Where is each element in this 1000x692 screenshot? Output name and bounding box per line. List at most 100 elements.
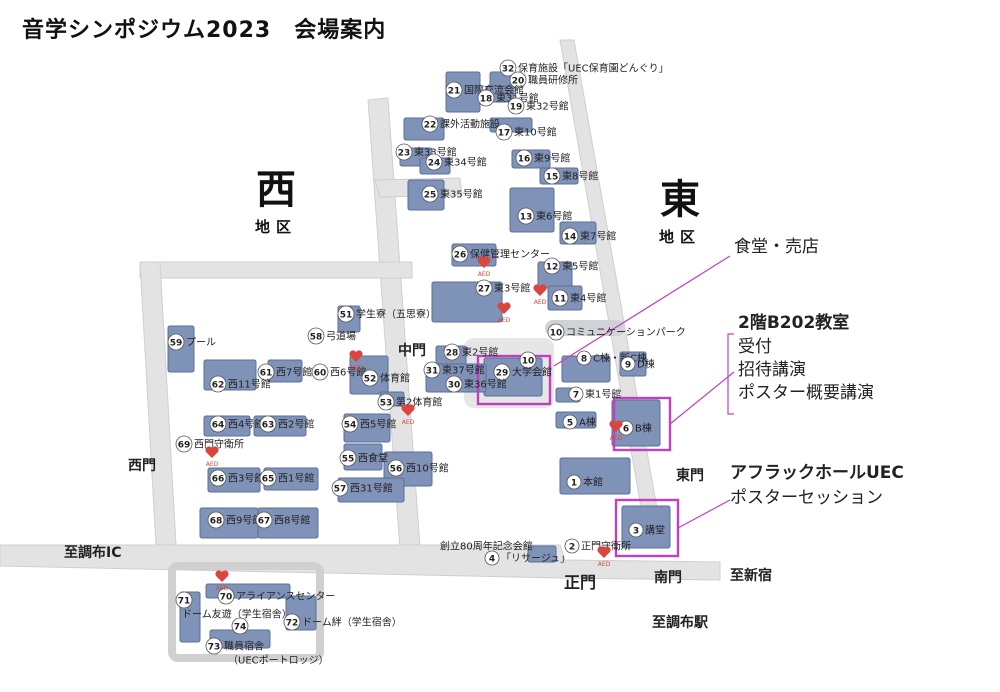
building-name: 東35号館: [440, 188, 483, 201]
road-segment: [139, 261, 177, 546]
east-district-word: 地区: [658, 228, 701, 246]
building-name: 保育施設「UEC保育園どんぐり」: [518, 62, 669, 75]
building-number: 68: [210, 517, 223, 527]
building-number-badge: [387, 459, 405, 477]
buildings-layer: [167, 71, 671, 649]
building-number: 13: [520, 213, 533, 223]
callout-room-b202-line-3: ポスター概要講演: [738, 383, 874, 403]
aed-heart-icon: [215, 570, 229, 582]
callout-room-b202: 2階B202教室 受付 招待講演 ポスター概要講演: [738, 308, 874, 405]
building-number-badge: [311, 363, 329, 381]
south-gate-label: 南門: [654, 570, 682, 586]
building-number: 10: [522, 357, 535, 367]
callout-leader-line: [677, 499, 731, 529]
building-number-badge: [561, 227, 579, 245]
building-number: 15: [546, 173, 559, 183]
building-number-badge: [443, 343, 461, 361]
building-number-badge: [257, 363, 275, 381]
building-name: 東7号館: [580, 230, 616, 243]
building-name: 東33号館: [414, 146, 457, 159]
building-number-badge: [507, 97, 525, 115]
building-name: 「リサージュ」: [501, 553, 570, 565]
building-name: 東2号館: [462, 346, 498, 359]
building-number-badge: [307, 327, 325, 345]
to-chofu-station-label: 至調布駅: [652, 615, 708, 631]
building-number-badge: [259, 469, 277, 487]
east-district-label: 東 地区: [650, 178, 710, 247]
building-name: A棟: [579, 416, 596, 429]
building-number-badge: [339, 449, 357, 467]
building-number: 72: [286, 619, 299, 629]
building-name: 創立80周年記念会館: [440, 540, 533, 553]
building-number: 62: [212, 381, 225, 391]
west-district-label: 西 地区: [246, 168, 306, 237]
building-name: 学生寮（五思寮）: [356, 308, 436, 321]
building-name: 東9号館: [534, 152, 570, 165]
building-number: 2: [569, 543, 575, 553]
aed-heart-icon: [609, 420, 623, 432]
building-number-badge: [377, 393, 395, 411]
building-number: 18: [480, 95, 493, 105]
building-number-badge: [628, 522, 644, 538]
building-number: 27: [478, 285, 491, 295]
building-name: 西食堂: [358, 452, 388, 465]
building-number: 6: [623, 425, 629, 435]
building-number-badge: [562, 414, 578, 430]
callout-room-b202-line-1: 受付: [738, 337, 772, 357]
building-number-badge: [515, 149, 533, 167]
building-name: 国際交流会館: [464, 84, 524, 97]
building-name: 東34号館: [444, 156, 487, 169]
building-name: （UECポートロッジ）: [228, 655, 329, 667]
building-number: 17: [498, 129, 511, 139]
aed-heart-icon: [349, 350, 363, 362]
building-number: 64: [212, 421, 225, 431]
building-name: 西10号館: [406, 462, 449, 475]
building-number-badge: [423, 361, 441, 379]
building-number: 3: [633, 527, 639, 537]
building-name: 正門守衛所: [581, 540, 631, 553]
building-number-badge: [517, 207, 535, 225]
building-number-badge: [495, 123, 513, 141]
building-name: 西11号館: [228, 378, 271, 391]
building-number-badge: [499, 59, 517, 77]
roads-layer: [0, 39, 721, 662]
building-number: 61: [260, 369, 273, 379]
building-name: 西3号館: [228, 472, 264, 485]
building-number: 5: [567, 419, 573, 429]
building-name: 東1号館: [585, 388, 621, 401]
building-name: 大学会館: [512, 366, 552, 379]
building-name: 東5号館: [562, 260, 598, 273]
building-number-badge: [484, 550, 500, 566]
building-number: 29: [496, 369, 509, 379]
building-number-badge: [231, 617, 249, 635]
building-number: 59: [170, 339, 183, 349]
building-name: 東6号館: [536, 210, 572, 223]
building-number-badge: [543, 167, 561, 185]
building-number: 51: [340, 311, 353, 321]
to-shinjuku-label: 至新宿: [730, 568, 772, 584]
building-name: 職員宿舎: [224, 640, 264, 653]
building-name: 体育館: [380, 372, 410, 385]
building-name: 本館: [583, 476, 603, 489]
building-number-badge: [445, 375, 463, 393]
building-number-badge: [547, 323, 565, 341]
building-name: D棟: [637, 358, 655, 371]
aed-label: AED: [534, 299, 547, 306]
building-number: 56: [390, 465, 403, 475]
building-number: 22: [424, 121, 437, 131]
callout-bracket: [727, 333, 734, 415]
building-number-badge: [175, 591, 193, 609]
building-number: 1: [571, 479, 577, 489]
aed-label: AED: [206, 461, 219, 468]
building-number: 14: [564, 233, 577, 243]
building-number: 65: [262, 475, 275, 485]
building-number: 67: [258, 517, 271, 527]
callout-leader-line: [553, 255, 731, 367]
aed-label: AED: [598, 561, 611, 568]
building-name: 西6号館: [330, 366, 366, 379]
building-name: コミュニケーションパーク: [566, 327, 686, 339]
aed-heart-icon: [205, 446, 219, 458]
building-number: 23: [398, 149, 411, 159]
building-number-badge: [331, 479, 349, 497]
